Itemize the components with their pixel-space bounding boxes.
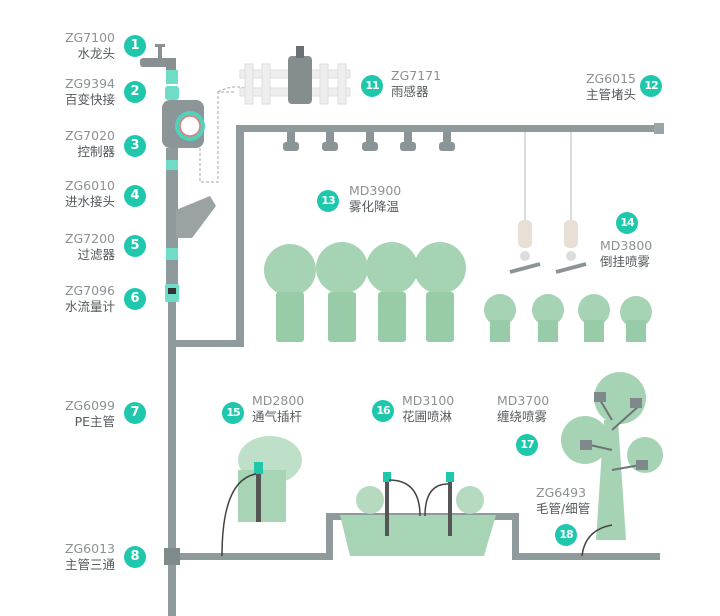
part-badge-12: 12	[640, 75, 662, 97]
part-badge-13: 13	[317, 190, 339, 212]
part-badge-6: 6	[124, 288, 146, 310]
rain-sensor-icon	[239, 46, 351, 105]
drip-stake-icon	[221, 436, 302, 557]
timer-controller-icon	[162, 100, 205, 148]
part-badge-14: 14	[616, 212, 638, 234]
tee-connector-icon	[164, 548, 180, 565]
part-badge-1: 1	[124, 35, 146, 57]
part-badge-18: 18	[555, 524, 577, 546]
sensor-cable	[199, 91, 236, 183]
quick-connector-icon	[166, 70, 178, 84]
part-badge-16: 16	[372, 400, 394, 422]
filter-icon	[176, 196, 216, 238]
part-badge-11: 11	[361, 75, 383, 97]
faucet-icon	[140, 44, 176, 76]
part-badge-4: 4	[124, 185, 146, 207]
part-badge-3: 3	[124, 135, 146, 157]
garden-sprinkler-icon	[340, 472, 496, 556]
part-badge-17: 17	[516, 434, 538, 456]
end-cap-icon	[654, 123, 664, 134]
part-badge-5: 5	[124, 235, 146, 257]
mist-nozzle-icon	[283, 132, 455, 151]
part-badge-7: 7	[124, 402, 146, 424]
potted-plants-large	[264, 242, 466, 342]
part-badge-15: 15	[222, 402, 244, 424]
part-badge-2: 2	[124, 81, 146, 103]
hanging-sprayer-icon	[509, 132, 587, 274]
wrap-mister-icon	[561, 372, 663, 540]
potted-plants-small	[484, 294, 652, 342]
micro-tube-icon	[581, 524, 613, 557]
part-badge-8: 8	[124, 546, 146, 568]
